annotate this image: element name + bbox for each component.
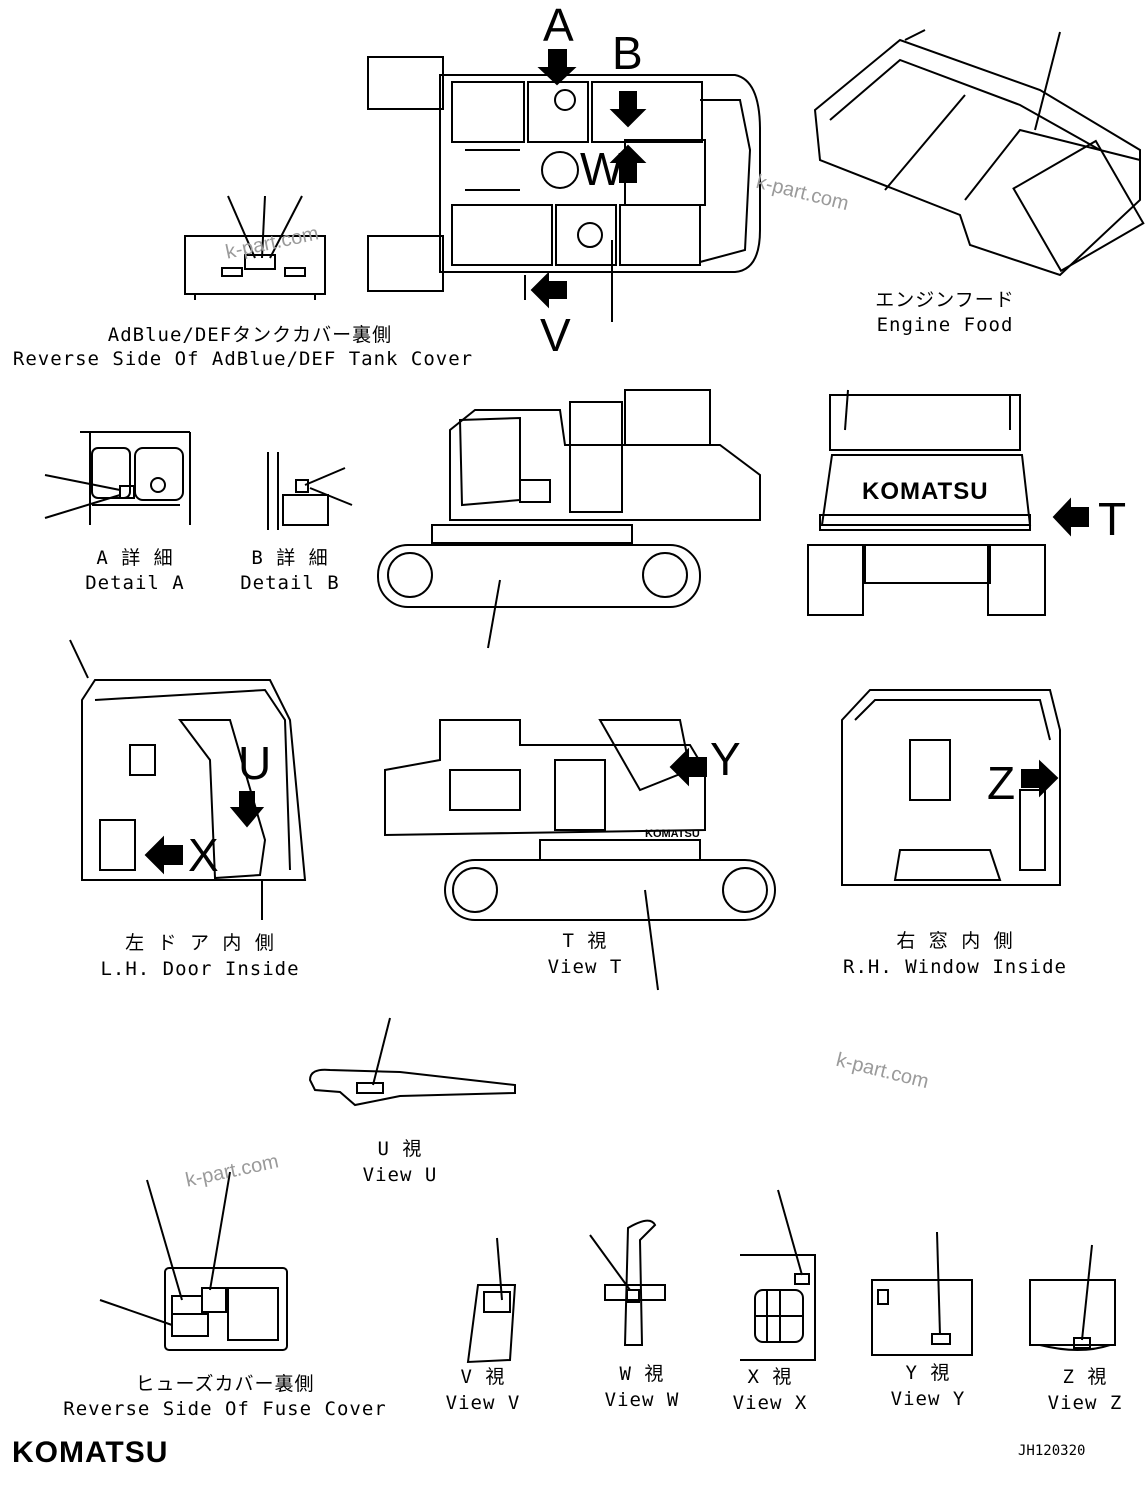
lh-door-label-jp: 左 ド ア 内 側 — [125, 932, 275, 954]
detail-b-label-en: Detail B — [240, 572, 340, 594]
detail-a-drawing — [44, 431, 191, 525]
detail-b-drawing — [267, 452, 353, 530]
drawing-number: JH120320 — [1018, 1443, 1086, 1459]
view-u-label-en: View U — [362, 1164, 438, 1186]
arrow-a-icon — [537, 49, 577, 86]
view-w-label-jp: W 視 — [619, 1363, 665, 1385]
detail-b-label-jp: B 詳 細 — [251, 547, 329, 569]
detail-a-label-jp: A 詳 細 — [96, 547, 174, 569]
detail-a-label-en: Detail A — [85, 572, 185, 594]
fuse-cover-label-en: Reverse Side Of Fuse Cover — [63, 1398, 387, 1420]
lh-door-drawing — [69, 639, 307, 920]
callout-v: V — [540, 309, 571, 361]
view-y-drawing — [871, 1231, 973, 1356]
adblue-cover-drawing — [184, 195, 326, 300]
callout-x: X — [188, 829, 219, 881]
view-y-label-jp: Y 視 — [905, 1362, 951, 1384]
adblue-label-jp: AdBlue/DEFタンクカバー裏側 — [107, 324, 393, 346]
callout-w: W — [580, 143, 624, 195]
lh-door-label-en: L.H. Door Inside — [100, 958, 300, 980]
view-z-label-jp: Z 視 — [1062, 1366, 1108, 1388]
view-x-drawing — [740, 1189, 816, 1361]
rh-window-label-jp: 右 窓 内 側 — [896, 930, 1014, 952]
view-x-label-jp: X 視 — [747, 1366, 793, 1388]
view-w-drawing — [589, 1219, 666, 1346]
arrow-b-icon — [609, 91, 647, 128]
view-y-label-en: View Y — [890, 1388, 966, 1410]
arrow-t-icon — [1052, 497, 1089, 537]
engine-hood-label-jp: エンジンフード — [875, 289, 1015, 311]
arrow-z-icon — [1021, 759, 1059, 798]
machine-badge-side: KOMATSU — [645, 828, 700, 840]
view-z-label-en: View Z — [1047, 1392, 1123, 1414]
callout-u: U — [238, 737, 272, 789]
side-view-rh-machine — [377, 389, 761, 649]
view-u-drawing — [308, 1017, 516, 1107]
callout-a: A — [543, 0, 574, 51]
machine-badge-rear: KOMATSU — [862, 478, 989, 505]
arrow-y-icon — [669, 747, 707, 787]
rh-window-drawing — [841, 689, 1061, 886]
rear-view-machine — [807, 389, 1046, 616]
komatsu-logo: KOMATSU — [12, 1436, 169, 1469]
engine-hood-drawing — [813, 29, 1145, 277]
callout-z: Z — [987, 757, 1016, 809]
arrow-x-icon — [144, 835, 183, 875]
view-w-label-en: View W — [604, 1389, 680, 1411]
view-x-label-en: View X — [732, 1392, 808, 1414]
callout-b: B — [612, 27, 643, 79]
view-u-label-jp: U 視 — [377, 1138, 423, 1160]
adblue-label-en: Reverse Side Of AdBlue/DEF Tank Cover — [12, 348, 474, 370]
view-v-label-en: View V — [445, 1392, 521, 1414]
rh-window-label-en: R.H. Window Inside — [843, 956, 1067, 978]
arrow-w-icon — [609, 144, 647, 183]
fuse-cover-drawing — [99, 1171, 288, 1351]
callout-y: Y — [710, 733, 741, 785]
top-view-machine — [367, 56, 761, 322]
callout-t: T — [1098, 493, 1127, 545]
arrow-u-icon — [229, 791, 265, 828]
view-t-label-en: View T — [547, 956, 623, 978]
fuse-cover-label-jp: ヒューズカバー裏側 — [135, 1373, 315, 1395]
arrow-v-icon — [530, 271, 567, 309]
side-view-lh-machine — [384, 719, 776, 991]
engine-hood-label-en: Engine Food — [876, 314, 1014, 336]
view-v-label-jp: V 視 — [460, 1366, 506, 1388]
view-z-drawing — [1029, 1244, 1116, 1351]
view-t-label-jp: T 視 — [562, 930, 608, 952]
view-v-drawing — [466, 1237, 517, 1364]
